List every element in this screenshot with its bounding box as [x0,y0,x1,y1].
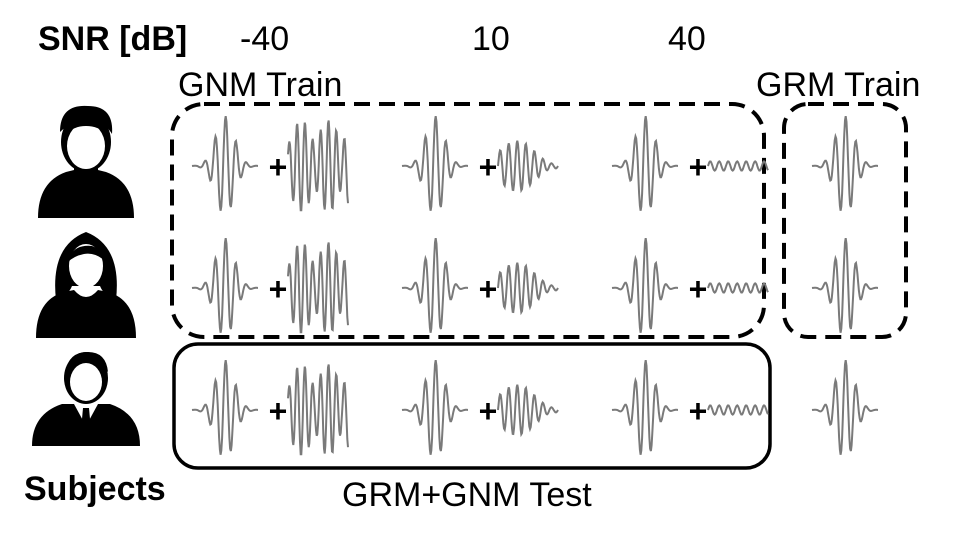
speech-wave [611,360,678,455]
noise-wave [287,120,349,212]
noise-wave [287,364,349,456]
plus-sign: + [479,393,498,429]
snr-value--40: -40 [240,20,290,58]
clean-speech-wave [811,360,878,455]
noise-wave [287,242,349,334]
female-person-icon [36,232,136,338]
clean-speech-wave [811,116,878,211]
male-person-icon [38,105,134,218]
noise-wave [707,282,769,294]
snr-value-40: 40 [668,20,706,58]
speech-wave [191,116,258,211]
grm-train-box [782,102,908,339]
speech-wave [401,116,468,211]
speech-wave [401,238,468,333]
signal-waveforms: + + + + + + + + + [191,116,878,456]
plus-sign: + [689,149,708,185]
grm-train-label: GRM Train [756,66,921,104]
test-box [172,342,772,470]
speech-wave [611,238,678,333]
gnm-train-box [170,102,766,339]
noise-wave [497,140,559,194]
noise-wave [497,384,559,438]
plus-sign: + [269,149,288,185]
plus-sign: + [689,393,708,429]
speech-wave [191,360,258,455]
clean-speech-wave [811,238,878,333]
noise-wave [497,262,559,316]
snr-axis-label: SNR [dB] [38,20,188,58]
plus-sign: + [269,393,288,429]
plus-sign: + [269,271,288,307]
subjects-label: Subjects [24,470,166,508]
speech-wave [401,360,468,455]
plus-sign: + [689,271,708,307]
snr-value-10: 10 [472,20,510,58]
plus-sign: + [479,149,498,185]
plus-sign: + [479,271,498,307]
speech-wave [611,116,678,211]
businessman-person-icon [32,352,140,446]
speech-wave [191,238,258,333]
gnm-train-label: GNM Train [178,66,343,104]
noise-wave [707,160,769,172]
grm-gnm-test-label: GRM+GNM Test [342,476,592,514]
noise-wave [707,404,769,416]
